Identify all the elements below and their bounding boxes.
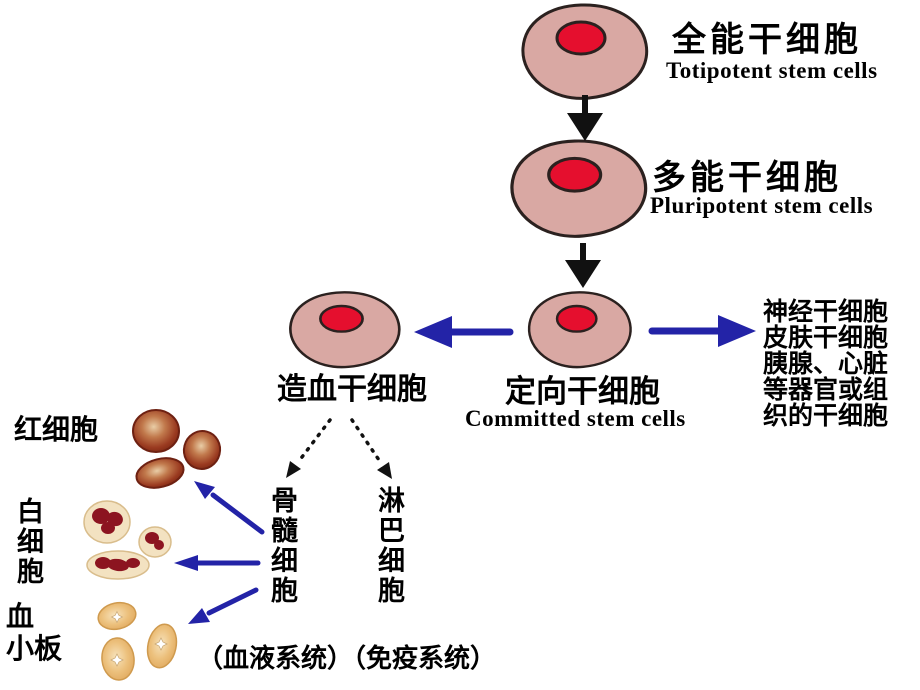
label-red-blood-cell: 红细胞 [14, 413, 99, 446]
arrow-to-platelets [188, 587, 259, 624]
label-hematopoietic-cn: 造血干细胞 [277, 372, 427, 407]
label-totipotent-cn: 全能干细胞 [672, 20, 862, 60]
platelets-illustration [97, 601, 178, 681]
label-platelet: 血 小板 [6, 600, 63, 665]
label-pluripotent-en: Pluripotent stem cells [650, 193, 874, 218]
arrow-pluripotent-to-committed [565, 243, 601, 288]
label-committed-en: Committed stem cells [465, 406, 686, 431]
pluripotent-cell [510, 139, 648, 238]
committed-cell [527, 291, 632, 369]
label-systems: （血液系统）（免疫系统） [197, 644, 497, 674]
label-white-blood-cell: 白细胞 [12, 497, 43, 587]
red-blood-cells-illustration [132, 409, 222, 489]
arrow-to-red-blood-cells [194, 481, 265, 535]
label-pluripotent-cn: 多能干细胞 [652, 158, 842, 198]
label-committed-cn: 定向干细胞 [505, 374, 660, 410]
arrow-dashed-to-lymphocyte [350, 418, 392, 479]
white-blood-cells-illustration [83, 500, 172, 580]
arrow-dashed-to-bone-marrow [286, 418, 332, 478]
arrow-to-white-blood-cells [174, 555, 261, 571]
totipotent-cell [521, 3, 649, 100]
label-totipotent-en: Totipotent stem cells [666, 58, 878, 83]
arrow-committed-to-other-stem-cells [648, 315, 756, 347]
arrow-totipotent-to-pluripotent [567, 95, 603, 141]
label-lymphocyte: 淋巴细胞 [373, 486, 404, 606]
label-bone-marrow: 骨髓细胞 [266, 486, 297, 606]
arrow-committed-to-hematopoietic [414, 316, 514, 348]
label-other-stem-cells: 神经干细胞 皮肤干细胞 胰腺、心脏 等器官或组 织的干细胞 [763, 297, 889, 430]
hematopoietic-cell [289, 291, 401, 369]
